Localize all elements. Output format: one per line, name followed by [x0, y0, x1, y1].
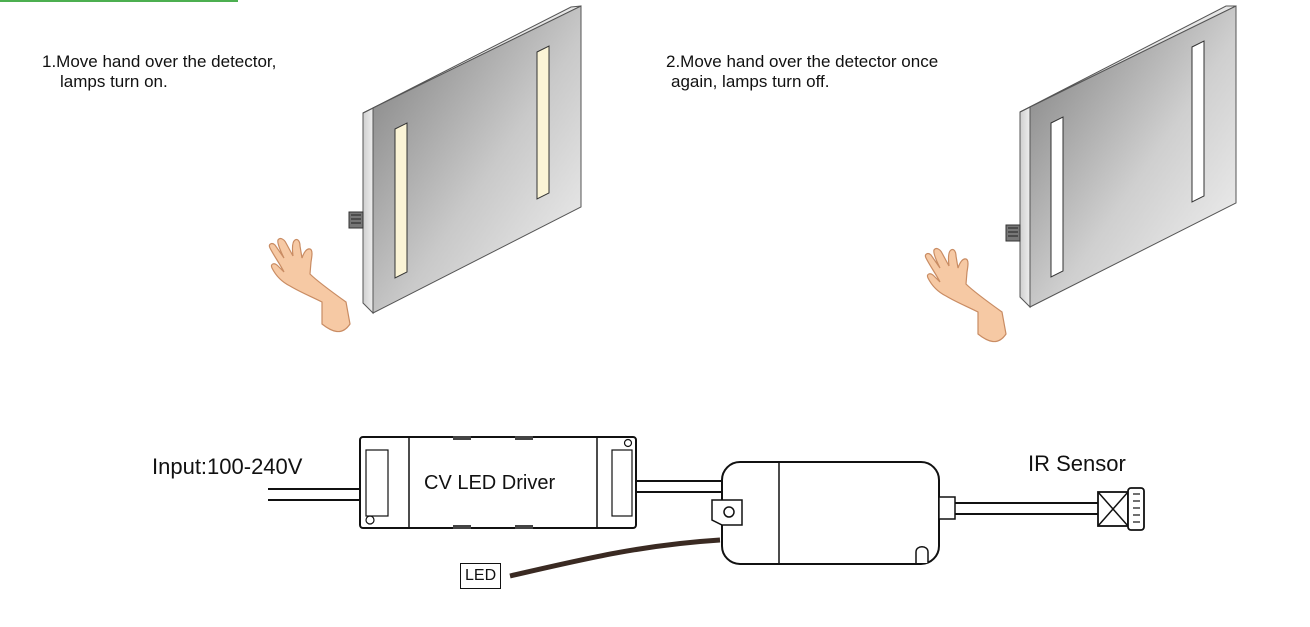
detector-icon	[1005, 224, 1021, 242]
header-accent-line	[0, 0, 238, 2]
step-2-line-2: again, lamps turn off.	[671, 72, 830, 91]
hand-icon	[268, 237, 351, 333]
mirror-off	[1005, 5, 1237, 309]
detector-icon	[348, 211, 364, 229]
led-label-box: LED	[460, 563, 502, 589]
lamp-strip-left-off	[1050, 116, 1064, 278]
hand-icon	[924, 247, 1007, 343]
mirror-on	[348, 5, 582, 315]
input-cable	[268, 488, 360, 501]
sensor-controller	[711, 461, 956, 565]
step-2-caption: 2.Move hand over the detector once again…	[666, 52, 938, 92]
step-1-line-1: 1.Move hand over the detector,	[42, 52, 277, 71]
sensor-cable	[955, 502, 1098, 515]
cv-led-driver	[359, 436, 637, 529]
step-2-line-1: 2.Move hand over the detector once	[666, 52, 939, 71]
lamp-strip-right-off	[1191, 40, 1205, 203]
driver-label: CV LED Driver	[424, 472, 556, 494]
lamp-strip-left-on	[394, 122, 408, 279]
ir-sensor-icon	[1097, 487, 1145, 531]
input-voltage-label: Input:100-240V	[152, 454, 303, 479]
driver-output-cable	[636, 480, 724, 493]
lamp-strip-right-on	[536, 45, 550, 200]
step-1-line-2: lamps turn on.	[60, 72, 168, 91]
led-cable	[509, 537, 721, 579]
step-1-caption: 1.Move hand over the detector, lamps tur…	[42, 52, 276, 92]
ir-sensor-label: IR Sensor	[1028, 451, 1126, 476]
